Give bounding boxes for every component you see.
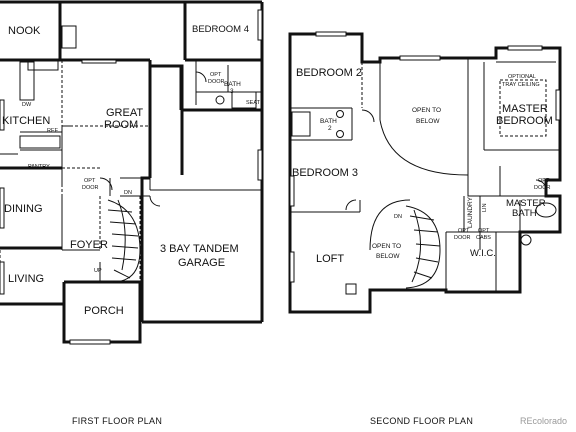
kitchen-counter bbox=[27, 59, 59, 71]
window bbox=[69, 339, 111, 345]
label-opt-line2: DOOR bbox=[208, 79, 225, 85]
label-opt-door-b-line1: OPT bbox=[458, 228, 470, 234]
first-floor-outer-wall bbox=[0, 0, 264, 344]
label-opt-door-line1: OPT bbox=[84, 178, 96, 184]
room-foyer: FOYER bbox=[70, 239, 108, 251]
first-floor-stair bbox=[107, 199, 141, 283]
label-opt-door-line2: DOOR bbox=[534, 185, 551, 191]
sink-icon bbox=[336, 110, 344, 118]
room-bath2-line2: 2 bbox=[328, 125, 332, 132]
label-dn: DN bbox=[124, 190, 132, 196]
room-bedroom-2: BEDROOM 2 bbox=[296, 67, 362, 79]
room-master-line2: BEDROOM bbox=[496, 115, 553, 127]
window bbox=[257, 149, 263, 181]
window bbox=[507, 45, 543, 51]
second-floor-dashed-openings bbox=[289, 62, 547, 300]
kitchen-island bbox=[19, 61, 35, 101]
label-up: UP bbox=[94, 268, 102, 274]
room-loft: LOFT bbox=[316, 253, 344, 265]
door-swing bbox=[345, 199, 357, 211]
window bbox=[81, 59, 117, 64]
window bbox=[345, 283, 357, 295]
room-wic: W.I.C. bbox=[470, 248, 496, 259]
bath2-tub bbox=[291, 111, 311, 137]
room-bath3-line2: 3 bbox=[230, 88, 234, 95]
door-swing bbox=[195, 71, 207, 83]
second-floor-plan: BEDROOM 2 BATH 2 OPEN TO BELOW MASTER BE… bbox=[288, 31, 562, 426]
room-bedroom-3: BEDROOM 3 bbox=[292, 167, 358, 179]
second-floor-stair bbox=[405, 205, 441, 289]
door-swing bbox=[99, 177, 113, 191]
label-opt-door-line2: DOOR bbox=[82, 185, 99, 191]
label-tray-ceiling: TRAY CEILING bbox=[502, 82, 540, 88]
room-great-line2: ROOM bbox=[104, 119, 138, 131]
label-opt-line1: OPT bbox=[210, 72, 222, 78]
room-porch: PORCH bbox=[84, 305, 124, 317]
first-floor-dashed-openings bbox=[0, 60, 150, 282]
window bbox=[0, 99, 5, 131]
window bbox=[289, 251, 295, 283]
room-bath3-line1: BATH bbox=[224, 81, 241, 88]
first-floor-interior-walls bbox=[0, 60, 262, 282]
label-lin: LIN bbox=[482, 203, 488, 212]
second-floor-interior-walls bbox=[290, 58, 560, 292]
room-great-line1: GREAT bbox=[106, 107, 143, 119]
window bbox=[289, 175, 295, 207]
room-garage-line1: 3 BAY TANDEM bbox=[160, 243, 239, 255]
door-swing bbox=[361, 109, 375, 123]
window bbox=[0, 261, 5, 295]
room-dining: DINING bbox=[4, 203, 43, 215]
label-dn: DN bbox=[394, 214, 402, 220]
label-opt-cabs-line2: CABS bbox=[476, 235, 491, 241]
room-open-stair-line1: OPEN TO bbox=[372, 243, 401, 250]
door-swing bbox=[535, 179, 547, 191]
label-optional: OPTIONAL bbox=[508, 74, 536, 80]
room-master-line1: MASTER bbox=[502, 103, 548, 115]
door-swing bbox=[149, 195, 161, 207]
label-seat: SEAT bbox=[246, 100, 261, 106]
label-dw: DW bbox=[22, 102, 32, 108]
room-bedroom-4: BEDROOM 4 bbox=[192, 24, 249, 35]
room-kitchen: KITCHEN bbox=[2, 115, 50, 127]
label-opt-cabs-line1: OPT bbox=[478, 228, 490, 234]
room-pantry: PANTRY bbox=[28, 164, 50, 170]
room-garage-line2: GARAGE bbox=[178, 257, 225, 269]
window bbox=[555, 89, 561, 121]
label-opt-door-line1: OPT bbox=[538, 178, 550, 184]
room-master-bath-line2: BATH bbox=[512, 208, 537, 219]
window bbox=[0, 187, 5, 229]
window bbox=[399, 55, 441, 61]
sink-icon bbox=[336, 130, 344, 138]
room-living: LIVING bbox=[8, 273, 44, 285]
pantry-shelf bbox=[19, 135, 61, 149]
label-opt-door-b-line2: DOOR bbox=[454, 235, 471, 241]
room-laundry: LAUNDRY bbox=[467, 196, 474, 228]
first-floor-caption: FIRST FLOOR PLAN bbox=[72, 416, 162, 426]
room-master-bath-line1: MASTER bbox=[506, 198, 546, 209]
first-floor-plan: NOOK BEDROOM 4 KITCHEN GREAT ROOM BATH 3… bbox=[0, 0, 264, 426]
bath3-tub bbox=[231, 91, 257, 109]
stair-rail bbox=[369, 199, 411, 251]
window bbox=[257, 9, 263, 41]
window bbox=[61, 25, 77, 49]
room-bath2-line1: BATH bbox=[320, 118, 337, 125]
room-open-stair-line2: BELOW bbox=[376, 253, 400, 260]
room-nook: NOOK bbox=[8, 25, 41, 37]
toilet-icon bbox=[215, 95, 225, 105]
label-ref: REF bbox=[47, 128, 59, 134]
watermark: REcolorado bbox=[520, 416, 567, 426]
window bbox=[315, 31, 347, 37]
master-tub bbox=[535, 202, 557, 218]
second-floor-caption: SECOND FLOOR PLAN bbox=[370, 416, 473, 426]
room-open-below-line2: BELOW bbox=[416, 118, 440, 125]
toilet-icon bbox=[520, 234, 532, 246]
room-open-below-line1: OPEN TO bbox=[412, 107, 441, 114]
